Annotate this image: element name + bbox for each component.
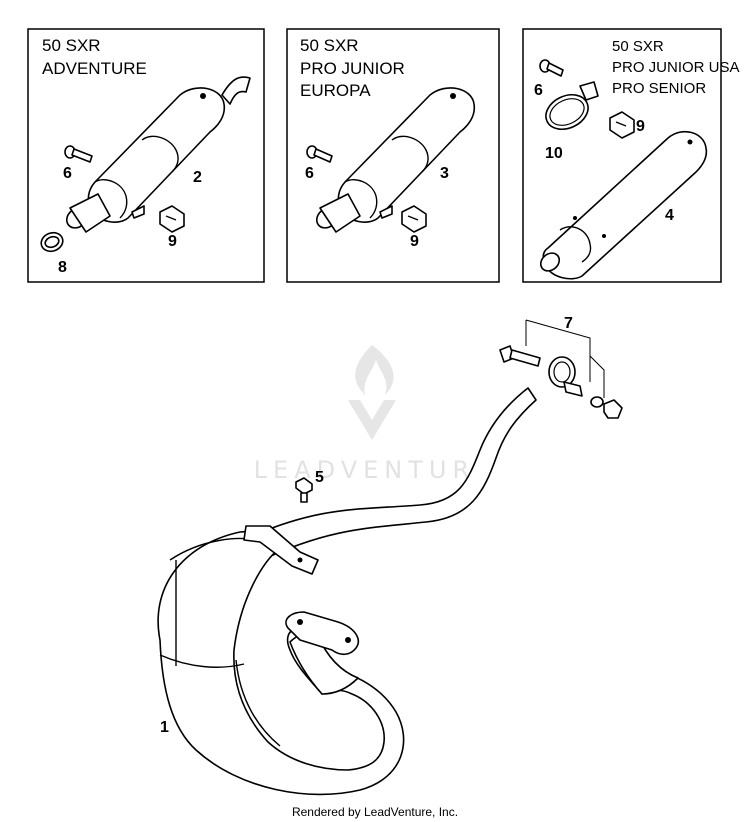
box-2-line-2: PRO JUNIOR	[300, 59, 405, 78]
seal-ring-part-8	[40, 231, 64, 253]
clamp-part-10	[545, 81, 599, 131]
bolt-part-6	[539, 59, 564, 77]
box-3-line-3: PRO SENIOR	[612, 80, 706, 97]
callout-8: 8	[58, 259, 67, 276]
callout-1: 1	[160, 719, 169, 736]
box-1-line-2: ADVENTURE	[42, 59, 147, 78]
callout-9c: 9	[636, 118, 645, 135]
callout-2: 2	[193, 169, 202, 186]
callout-9b: 9	[410, 233, 419, 250]
box-3-line-1: 50 SXR	[612, 38, 664, 55]
box-2-line-1: 50 SXR	[300, 36, 359, 55]
silencer-part-4	[539, 130, 708, 280]
clip-nut-part-9	[609, 111, 635, 139]
callout-7: 7	[564, 315, 573, 332]
callout-3: 3	[440, 165, 449, 182]
bolt-part-6	[306, 145, 333, 163]
silencer-part-2	[65, 76, 251, 233]
box-2-line-3: EUROPA	[300, 81, 371, 100]
variant-box-usa-pro-senior: 50 SXR PRO JUNIOR USA PRO SENIOR 6 9 10 …	[522, 28, 740, 283]
callout-4: 4	[665, 207, 674, 224]
callout-6c: 6	[534, 82, 543, 99]
clamp-assembly-part-7	[499, 319, 623, 419]
footer-credit: Rendered by LeadVenture, Inc.	[292, 805, 458, 819]
variant-box-adventure: 50 SXR ADVENTURE 6 2 9	[27, 28, 265, 283]
callout-6b: 6	[305, 165, 314, 182]
silencer-part-3	[315, 87, 476, 233]
callout-5: 5	[315, 469, 324, 486]
exhaust-pipe-part-1	[157, 387, 537, 796]
box-3-line-2: PRO JUNIOR USA	[612, 59, 740, 76]
watermark-text: LEADVENTURE	[254, 456, 497, 484]
callout-6a: 6	[63, 165, 72, 182]
box-1-line-1: 50 SXR	[42, 36, 101, 55]
callout-10: 10	[545, 145, 563, 162]
watermark: LEADVENTURE	[254, 345, 497, 484]
bolt-part-6	[64, 145, 93, 163]
bolt-part-5	[295, 477, 313, 503]
clip-nut-part-9	[159, 205, 185, 233]
clip-nut-part-9	[401, 205, 427, 233]
variant-box-pro-junior-europa: 50 SXR PRO JUNIOR EUROPA 6 3 9	[286, 28, 500, 283]
callout-9a: 9	[168, 233, 177, 250]
